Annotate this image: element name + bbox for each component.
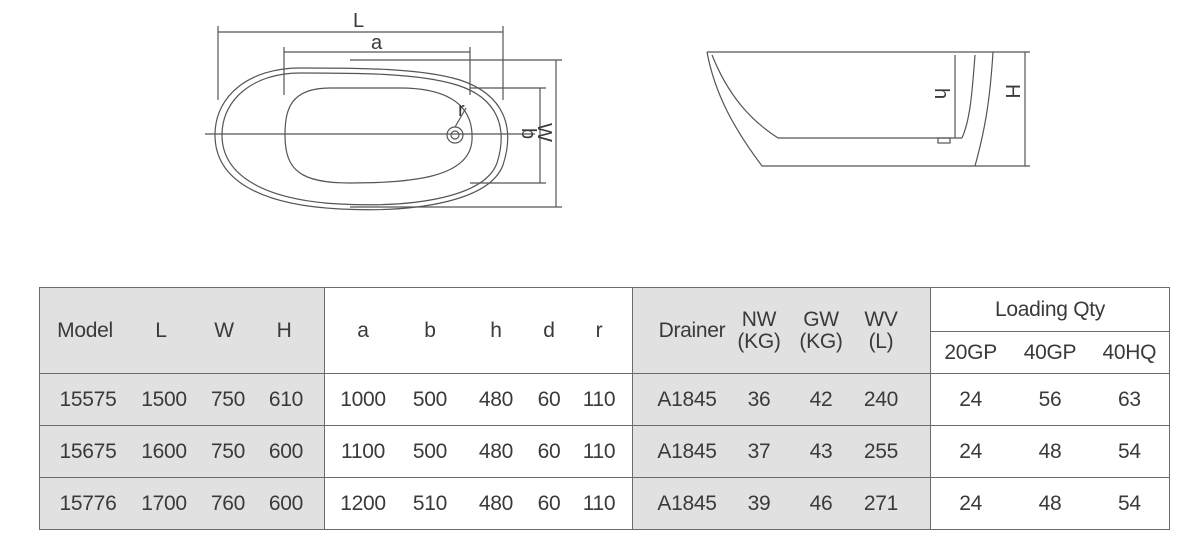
dim-b-label: b	[517, 128, 539, 139]
cell-wv: 240	[863, 387, 899, 411]
header-r: r	[595, 318, 603, 342]
cell-40gp: 48	[1038, 439, 1062, 463]
cell-20gp: 24	[959, 439, 983, 463]
cell-h: 480	[478, 387, 514, 411]
table-row: 15675 1600 750 600 1100 500 480 60 110 A…	[39, 425, 1170, 478]
header-loading-columns: 20GP 40GP 40HQ	[930, 331, 1170, 374]
cell-wv: 271	[863, 491, 899, 515]
cell-drainer: A1845	[657, 491, 717, 515]
cell-40hq: 54	[1117, 439, 1141, 463]
cell-d: 60	[537, 491, 561, 515]
header-a: a	[357, 318, 369, 342]
header-row-sub: 20GP 40GP 40HQ	[40, 331, 1170, 374]
cell-40hq: 54	[1117, 491, 1141, 515]
cell-W: 760	[210, 491, 246, 515]
dim-W-label: W	[533, 123, 555, 142]
header-b: b	[424, 318, 436, 342]
header-40gp: 40GP	[1023, 340, 1077, 364]
cell-b: 500	[412, 387, 448, 411]
top-view	[205, 26, 562, 211]
cell-nw: 36	[747, 387, 771, 411]
dim-h-label: h	[930, 88, 952, 99]
cell-40gp: 56	[1038, 387, 1062, 411]
header-40hq: 40HQ	[1102, 340, 1157, 364]
cell-drainer: A1845	[657, 439, 717, 463]
cell-model: 15776	[59, 491, 117, 515]
header-row: Model L W H a b h d r Drainer NW (KG)	[39, 287, 1170, 374]
cell-a: 1200	[340, 491, 386, 515]
header-drainer: Drainer	[658, 318, 726, 342]
cell-20gp: 24	[959, 491, 983, 515]
header-nw-line2: (KG)	[737, 329, 781, 353]
cell-a: 1000	[340, 387, 386, 411]
header-gw-line2: (KG)	[799, 329, 843, 353]
header-L: L	[155, 318, 167, 342]
technical-drawing: L a r b W h H	[205, 10, 1030, 211]
header-W: W	[214, 318, 234, 342]
header-nw-line1: NW	[741, 307, 777, 331]
cell-W: 750	[210, 387, 246, 411]
header-wv-line2: (L)	[868, 329, 894, 353]
cell-nw: 37	[747, 439, 771, 463]
cell-L: 1500	[141, 387, 187, 411]
header-20gp: 20GP	[944, 340, 997, 364]
header-nw: NW (KG)	[729, 307, 789, 353]
header-h: h	[490, 318, 502, 342]
cell-gw: 42	[809, 387, 833, 411]
cell-r: 110	[582, 439, 616, 463]
cell-H: 600	[268, 491, 304, 515]
cell-h: 480	[478, 491, 514, 515]
spec-table: Model L W H a b h d r Drainer NW (KG)	[39, 287, 1170, 530]
header-gw-line1: GW	[803, 307, 839, 331]
table-row: 15575 1500 750 610 1000 500 480 60 110 A…	[39, 373, 1170, 426]
cell-L: 1600	[141, 439, 187, 463]
table-row: 15776 1700 760 600 1200 510 480 60 110 A…	[39, 477, 1170, 530]
cell-b: 510	[412, 491, 448, 515]
cell-model: 15675	[59, 439, 117, 463]
header-main: Model L W H	[39, 287, 325, 374]
cell-r: 110	[582, 491, 616, 515]
dim-r-label: r	[458, 99, 465, 121]
cell-nw: 39	[747, 491, 771, 515]
dim-a-label: a	[371, 32, 383, 54]
cell-b: 500	[412, 439, 448, 463]
cell-H: 610	[268, 387, 304, 411]
cell-40gp: 48	[1038, 491, 1062, 515]
cell-drainer: A1845	[657, 387, 717, 411]
cell-r: 110	[582, 387, 616, 411]
dim-H-label: H	[1001, 84, 1023, 98]
cell-d: 60	[537, 439, 561, 463]
cell-d: 60	[537, 387, 561, 411]
header-weights: Drainer NW (KG) GW (KG) WV (L)	[632, 287, 931, 374]
header-d: d	[543, 318, 555, 342]
header-loading-title: Loading Qty	[930, 287, 1170, 332]
cell-h: 480	[478, 439, 514, 463]
cell-gw: 43	[809, 439, 833, 463]
header-inner: a b h d r	[324, 287, 633, 374]
cell-20gp: 24	[959, 387, 983, 411]
header-H: H	[276, 318, 292, 342]
header-model: Model	[57, 318, 113, 342]
cell-a: 1100	[341, 439, 385, 463]
header-gw: GW (KG)	[789, 307, 853, 353]
header-wv-line1: WV	[864, 307, 898, 331]
cell-40hq: 63	[1117, 387, 1141, 411]
header-wv: WV (L)	[853, 307, 909, 353]
cell-model: 15575	[59, 387, 117, 411]
cell-L: 1700	[141, 491, 187, 515]
cell-wv: 255	[863, 439, 899, 463]
dim-L-label: L	[353, 10, 364, 32]
side-view	[706, 51, 1030, 167]
cell-H: 600	[268, 439, 304, 463]
cell-gw: 46	[809, 491, 833, 515]
cell-W: 750	[210, 439, 246, 463]
